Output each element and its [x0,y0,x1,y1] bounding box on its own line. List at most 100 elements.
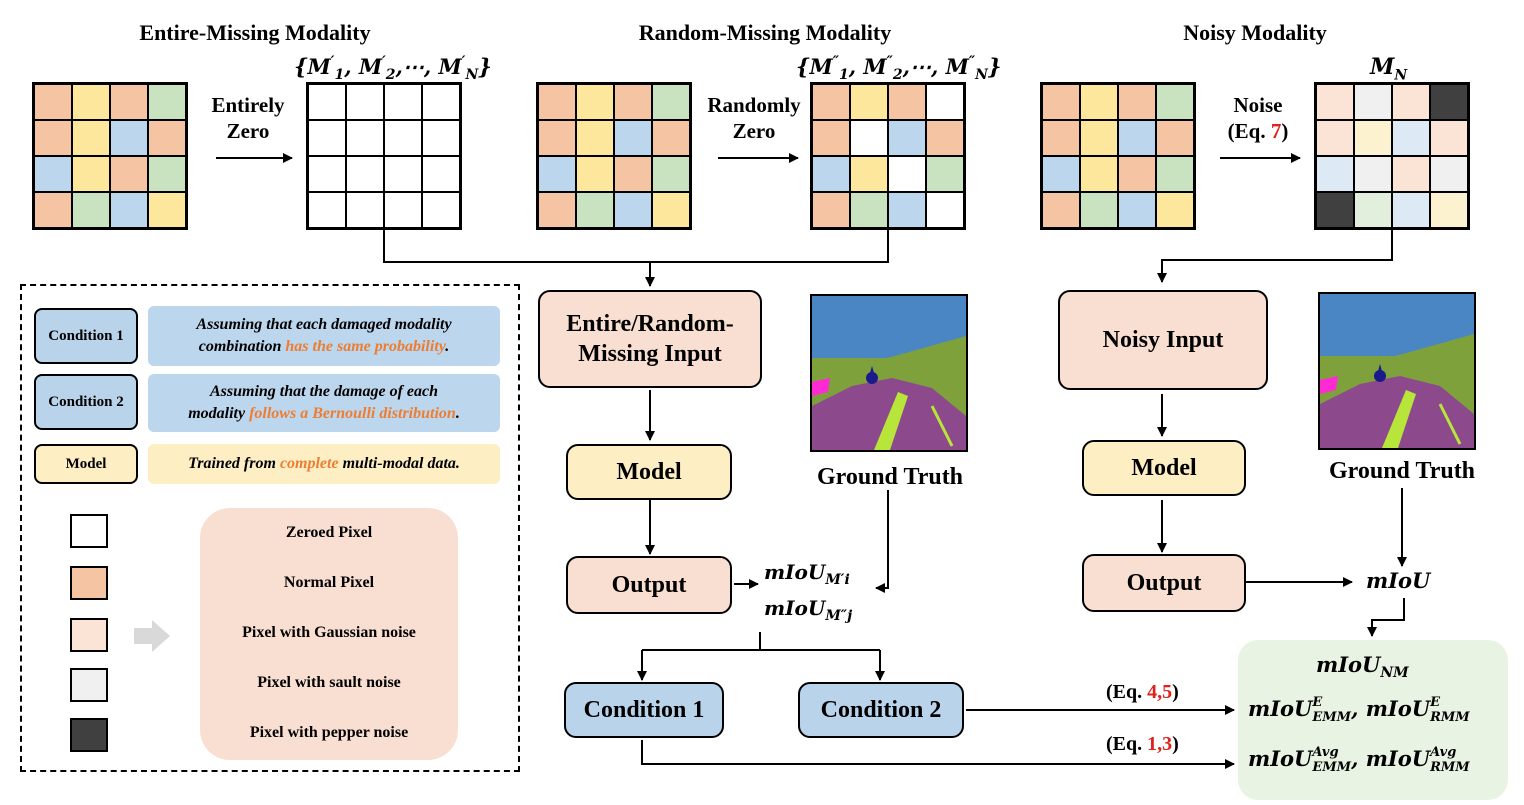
heading-entire-missing: Entire-Missing Modality [139,20,371,45]
grid-cell [1080,192,1118,228]
grid-cell [1080,156,1118,192]
pixel-legend-item: Normal Pixel [283,574,375,591]
grid-cell [1392,120,1430,156]
grid-noisy [1314,82,1470,230]
condition2-box: Condition 2 [798,682,964,738]
grid-cell [652,156,690,192]
ground-truth-image-right [1318,292,1476,450]
grid-cell [926,192,964,228]
missing-input-box: Entire/Random-Missing Input [538,290,762,388]
miou-mi-label: mIoUM′i [764,560,850,588]
arrow-label-noise: Noise (Eq. 7) [1227,93,1289,144]
grid-cell [926,120,964,156]
grid-cell [1156,192,1194,228]
swatch-zeroed [70,514,108,548]
grid-cell [34,84,72,120]
grid-cell [1392,192,1430,228]
grid-cell [110,156,148,192]
grid-random-zero [810,82,966,230]
grid-cell [1316,120,1354,156]
grid-cell [888,156,926,192]
grid-cell [308,84,346,120]
grid-cell [652,84,690,120]
grid-cell [1080,84,1118,120]
grid-cell [1392,156,1430,192]
model-box-left: Model [566,444,732,500]
grid-cell [1042,156,1080,192]
grid-cell [1042,120,1080,156]
noisy-input-box: Noisy Input [1058,290,1268,390]
grid-cell [422,120,460,156]
grid-cell [110,84,148,120]
grid-cell [1430,120,1468,156]
grid-cell [1392,84,1430,120]
grid-cell [1080,120,1118,156]
grid-cell [346,84,384,120]
grid-cell [1354,120,1392,156]
legend-frame [20,284,520,772]
grid-cell [422,84,460,120]
grid-cell [34,192,72,228]
pixel-legend-item: Pixel with pepper noise [249,724,409,741]
grid-cell [1042,84,1080,120]
grid-cell [614,192,652,228]
legend-model-desc: Trained from complete multi-modal data. [148,444,500,484]
grid-cell [1118,84,1156,120]
grid-cell [422,192,460,228]
set-label-noisy: MN [1370,54,1408,84]
grid-cell [34,156,72,192]
miou-label-right: mIoU [1366,568,1431,593]
grid-cell [346,192,384,228]
grid-cell [148,156,186,192]
segmentation-map-right [1320,294,1474,448]
grid-cell [888,120,926,156]
grid-cell [926,156,964,192]
model-box-right: Model [1082,440,1246,496]
grid-cell [346,120,384,156]
pixel-legend-item: Pixel with sault noise [257,674,401,691]
grid-cell [576,84,614,120]
grid-cell [888,84,926,120]
grid-cell [72,84,110,120]
grid-input-entire [32,82,188,230]
grid-cell [614,120,652,156]
grid-cell [1118,156,1156,192]
ground-truth-label-right: Ground Truth [1328,458,1476,484]
grid-cell [576,156,614,192]
legend-model-tag: Model [34,444,138,484]
grid-cell [110,192,148,228]
output-box-right: Output [1082,554,1246,612]
grid-cell [1156,120,1194,156]
legend-condition1-tag: Condition 1 [34,308,138,364]
grid-cell [308,120,346,156]
grid-cell [538,156,576,192]
ground-truth-label-left: Ground Truth [816,464,964,490]
grid-input-random [536,82,692,230]
grid-cell [422,156,460,192]
set-label-random: {M″1, M″2,⋯, M″N} [796,54,1002,84]
grid-cell [850,120,888,156]
grid-cell [384,84,422,120]
legend-condition2-tag: Condition 2 [34,374,138,430]
condition1-box: Condition 1 [564,682,724,738]
eq-45-label: (Eq. 4,5) [1106,681,1179,703]
grid-cell [308,156,346,192]
grid-cell [1354,84,1392,120]
pixel-legend-item: Pixel with Gaussian noise [242,624,416,641]
grid-cell [1156,84,1194,120]
grid-cell [148,192,186,228]
grid-cell [34,120,72,156]
grid-cell [1354,192,1392,228]
grid-input-noisy [1040,82,1196,230]
grid-cell [346,156,384,192]
grid-cell [576,120,614,156]
grid-cell [1430,192,1468,228]
output-box-left: Output [566,556,732,614]
swatch-normal [70,566,108,600]
